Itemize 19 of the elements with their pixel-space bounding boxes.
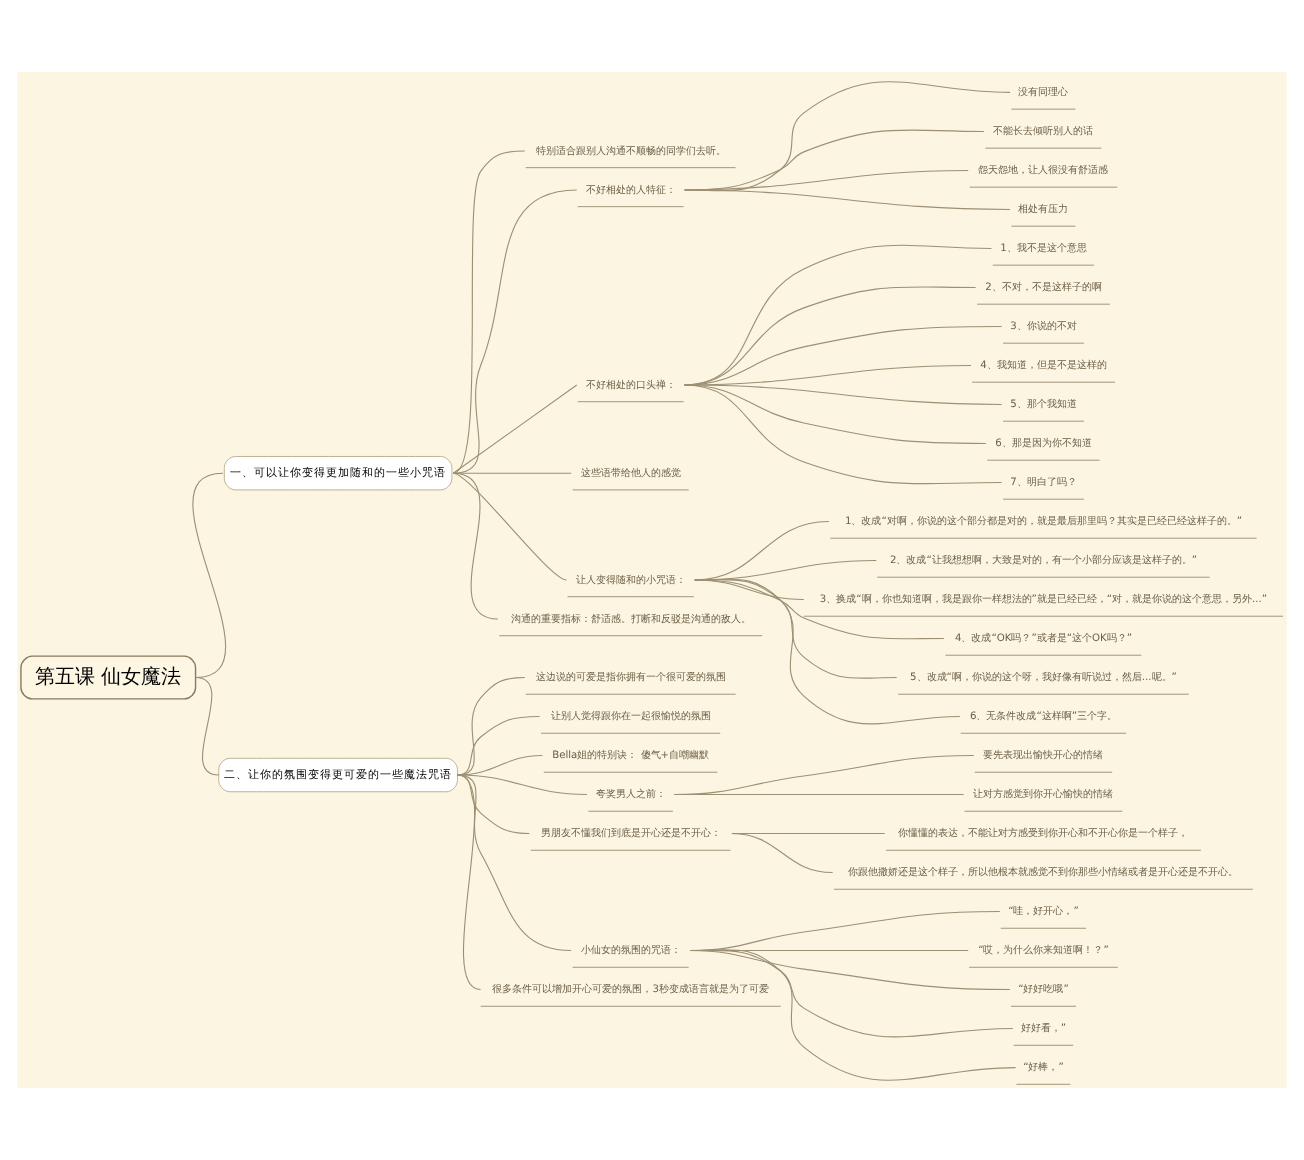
connector (456, 774, 572, 952)
connector (452, 472, 499, 620)
connector (694, 578, 961, 725)
connector (683, 384, 1003, 485)
connector (673, 754, 975, 796)
connector (192, 472, 227, 679)
connector (683, 384, 987, 445)
connector (456, 774, 482, 991)
node-box: 第五课 仙女魔法 (20, 655, 197, 700)
connector (673, 793, 965, 796)
connector (452, 150, 526, 474)
connector (456, 715, 541, 776)
connector (689, 949, 1017, 1081)
connector (731, 833, 834, 874)
connector (452, 384, 578, 474)
connector (683, 189, 1011, 210)
connector (452, 189, 578, 474)
connector (195, 676, 220, 776)
connector (452, 472, 568, 581)
